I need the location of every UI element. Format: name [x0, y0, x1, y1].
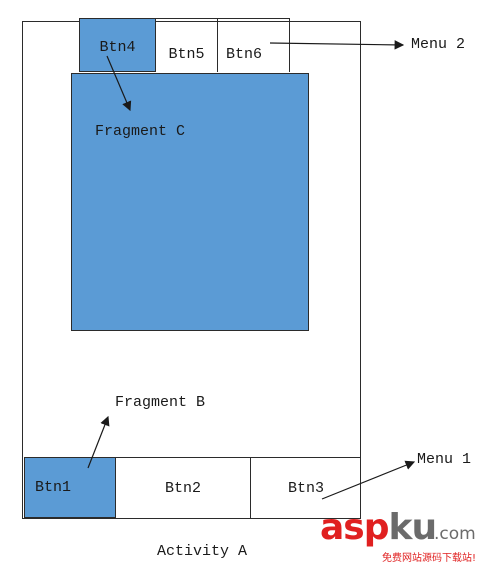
menu1-btn1[interactable]: Btn1	[24, 457, 116, 518]
btn4-label: Btn4	[99, 39, 136, 56]
menu2-btn4[interactable]: Btn4	[79, 18, 156, 72]
menu2-btn6[interactable]: Btn6	[218, 18, 290, 72]
btn2-label: Btn2	[164, 479, 201, 497]
btn3-label: Btn3	[287, 479, 324, 497]
arrow-btn1-to-fragment-b	[87, 415, 110, 469]
watermark-brand-gray: ku	[388, 507, 438, 548]
fragment-b-label: Fragment B	[115, 394, 206, 411]
arrow-menu1	[321, 460, 416, 500]
menu2-label: Menu 2	[411, 36, 466, 53]
fragment-c-label: Fragment C	[95, 123, 186, 140]
watermark-brand-red: asp	[320, 507, 389, 548]
btn1-label: Btn1	[35, 479, 72, 496]
menu1-btn3[interactable]: Btn3	[251, 457, 361, 518]
btn5-label: Btn5	[168, 46, 205, 63]
watermark-domain: .com	[434, 524, 476, 544]
activity-a-label: Activity A	[157, 543, 248, 560]
btn6-label: Btn6	[226, 46, 263, 63]
arrow-btn4-to-fragment-c	[106, 55, 132, 112]
watermark-tagline: 免费网站源码下载站!	[382, 553, 477, 564]
fragment-c-box	[71, 73, 309, 331]
watermark-logo: aspku .com 免费网站源码下载站!	[320, 507, 488, 565]
menu2-btn5[interactable]: Btn5	[156, 18, 218, 72]
activity-frame	[22, 21, 361, 519]
menu1-btn2[interactable]: Btn2	[116, 457, 251, 518]
menu1-label: Menu 1	[417, 451, 472, 468]
arrow-menu2	[269, 40, 405, 50]
